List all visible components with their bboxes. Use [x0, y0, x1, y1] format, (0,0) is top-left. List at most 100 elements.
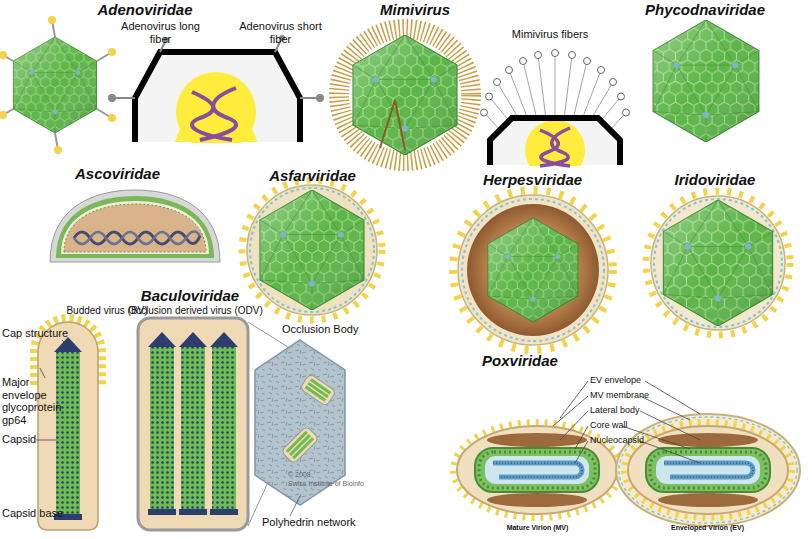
leader-line: [62, 340, 70, 348]
part-label: MV membrane: [590, 390, 710, 400]
occlusion-derived-virus: [150, 345, 174, 510]
enveloped-virion: [616, 414, 800, 526]
part-label: Nucleocapsid: [590, 435, 710, 445]
mimivirus-schematic: [481, 109, 488, 116]
adenovirus-virion: [0, 16, 116, 154]
ascovirus-virion: [56, 196, 214, 258]
mimivirus-virion: [339, 29, 471, 161]
occlusion-body: [281, 426, 319, 464]
part-label: © 2008: [288, 471, 348, 479]
mimivirus-schematic: [520, 58, 527, 65]
part-label: Adenovirus long fiber: [118, 20, 203, 45]
asfarvirus-virion: [260, 190, 364, 310]
mimivirus-schematic: [481, 50, 630, 117]
asfarvirus-virion: [242, 180, 382, 320]
adenovirus-schematic: [108, 94, 116, 102]
part-label: Occlusion Body: [282, 323, 372, 336]
mimivirus-schematic: [569, 52, 576, 59]
budded-virus: [56, 350, 80, 515]
ascovirus-virion: [61, 201, 209, 254]
occlusion-derived-virus: [210, 332, 238, 347]
occlusion-derived-virus: [181, 345, 205, 510]
mimivirus-schematic: [494, 79, 501, 86]
part-label: Occlusion derived virus (ODV): [128, 305, 263, 317]
occlusion-derived-virus: [212, 345, 236, 510]
budded-virus: [56, 350, 80, 515]
mimivirus-schematic: [623, 109, 630, 116]
occlusion-derived-virus: [138, 318, 248, 530]
adenovirus-virion: [48, 16, 56, 24]
mimivirus-virion: [353, 35, 457, 155]
occlusion-body: [300, 373, 337, 406]
part-label: Enveloped Virion (EV): [645, 524, 770, 532]
adenovirus-virion: [0, 20, 112, 150]
occlusion-derived-virus: [148, 332, 176, 347]
occlusion-body: [248, 322, 345, 526]
occlusion-body: [290, 496, 300, 516]
herpesvirus-virion: [453, 190, 613, 350]
adenovirus-virion: [54, 146, 62, 154]
mimivirus-schematic: [490, 118, 620, 165]
part-label: Cap structure: [2, 327, 82, 340]
mimivirus-schematic: [618, 93, 625, 100]
part-label: Mature Virion (MV): [480, 524, 595, 532]
ascovirus-virion: [50, 190, 220, 262]
ascovirus-virion: [50, 190, 220, 262]
leader-line: [40, 368, 45, 378]
iridovirus-virion: [646, 191, 790, 335]
family-title: Ascoviridae: [55, 165, 180, 182]
budded-virus: [38, 322, 98, 530]
adenovirus-virion: [13, 37, 96, 133]
budded-virus: [54, 337, 82, 352]
adenovirus-virion: [0, 51, 7, 59]
ascovirus-virion: [64, 204, 206, 252]
herpesvirus-virion: [488, 218, 578, 322]
part-label: Major envelope glycoprotein gp64: [2, 376, 74, 427]
mimivirus-virion: [380, 100, 405, 150]
occlusion-derived-virus: [212, 345, 236, 510]
adenovirus-virion: [0, 111, 7, 119]
adenovirus-schematic: [192, 88, 236, 140]
mimivirus-schematic: [552, 50, 559, 57]
herpesvirus-virion: [462, 199, 604, 341]
family-title: Herpesviridae: [460, 171, 605, 188]
phycodnavirus-virion: [653, 20, 759, 142]
adenovirus-virion: [108, 48, 116, 56]
family-title: Phycodnaviridae: [630, 1, 780, 18]
mimivirus-schematic: [598, 67, 605, 74]
adenovirus-schematic: [176, 72, 256, 152]
herpesvirus-virion: [453, 190, 613, 350]
family-title: Mimivirus: [360, 1, 470, 18]
occlusion-derived-virus: [210, 509, 238, 515]
occlusion-derived-virus: [179, 332, 207, 347]
mimivirus-schematic: [540, 128, 570, 166]
part-label: Adenovirus short fiber: [238, 20, 323, 45]
phycodnavirus-virion: [653, 20, 759, 142]
family-title: Iridoviridae: [650, 171, 780, 188]
mimivirus-schematic: [584, 58, 591, 65]
occlusion-body: [292, 437, 314, 459]
mimivirus-schematic: [535, 52, 542, 59]
adenovirus-schematic: [316, 94, 324, 102]
occlusion-derived-virus: [148, 509, 176, 515]
mimivirus-schematic: [486, 93, 493, 100]
iridovirus-virion: [663, 200, 772, 326]
ascovirus-virion: [74, 231, 200, 244]
occlusion-body: [300, 373, 337, 406]
herpesvirus-virion: [467, 204, 599, 336]
part-label: Capsid: [2, 433, 62, 446]
enveloped-virion: [624, 422, 792, 518]
adenovirus-schematic: [108, 35, 324, 183]
adenovirus-schematic: [135, 52, 300, 142]
family-title: Baculoviridae: [115, 287, 265, 304]
part-label: Lateral body: [590, 405, 710, 415]
iridovirus-virion: [651, 196, 785, 330]
herpesvirus-virion: [458, 195, 608, 345]
occlusion-derived-virus: [181, 345, 205, 510]
leader-line: [36, 440, 56, 441]
asfarvirus-virion: [242, 180, 382, 320]
part-label: Core wall: [590, 420, 710, 430]
part-label: EV envelope: [590, 375, 710, 385]
asfarvirus-virion: [250, 188, 374, 312]
